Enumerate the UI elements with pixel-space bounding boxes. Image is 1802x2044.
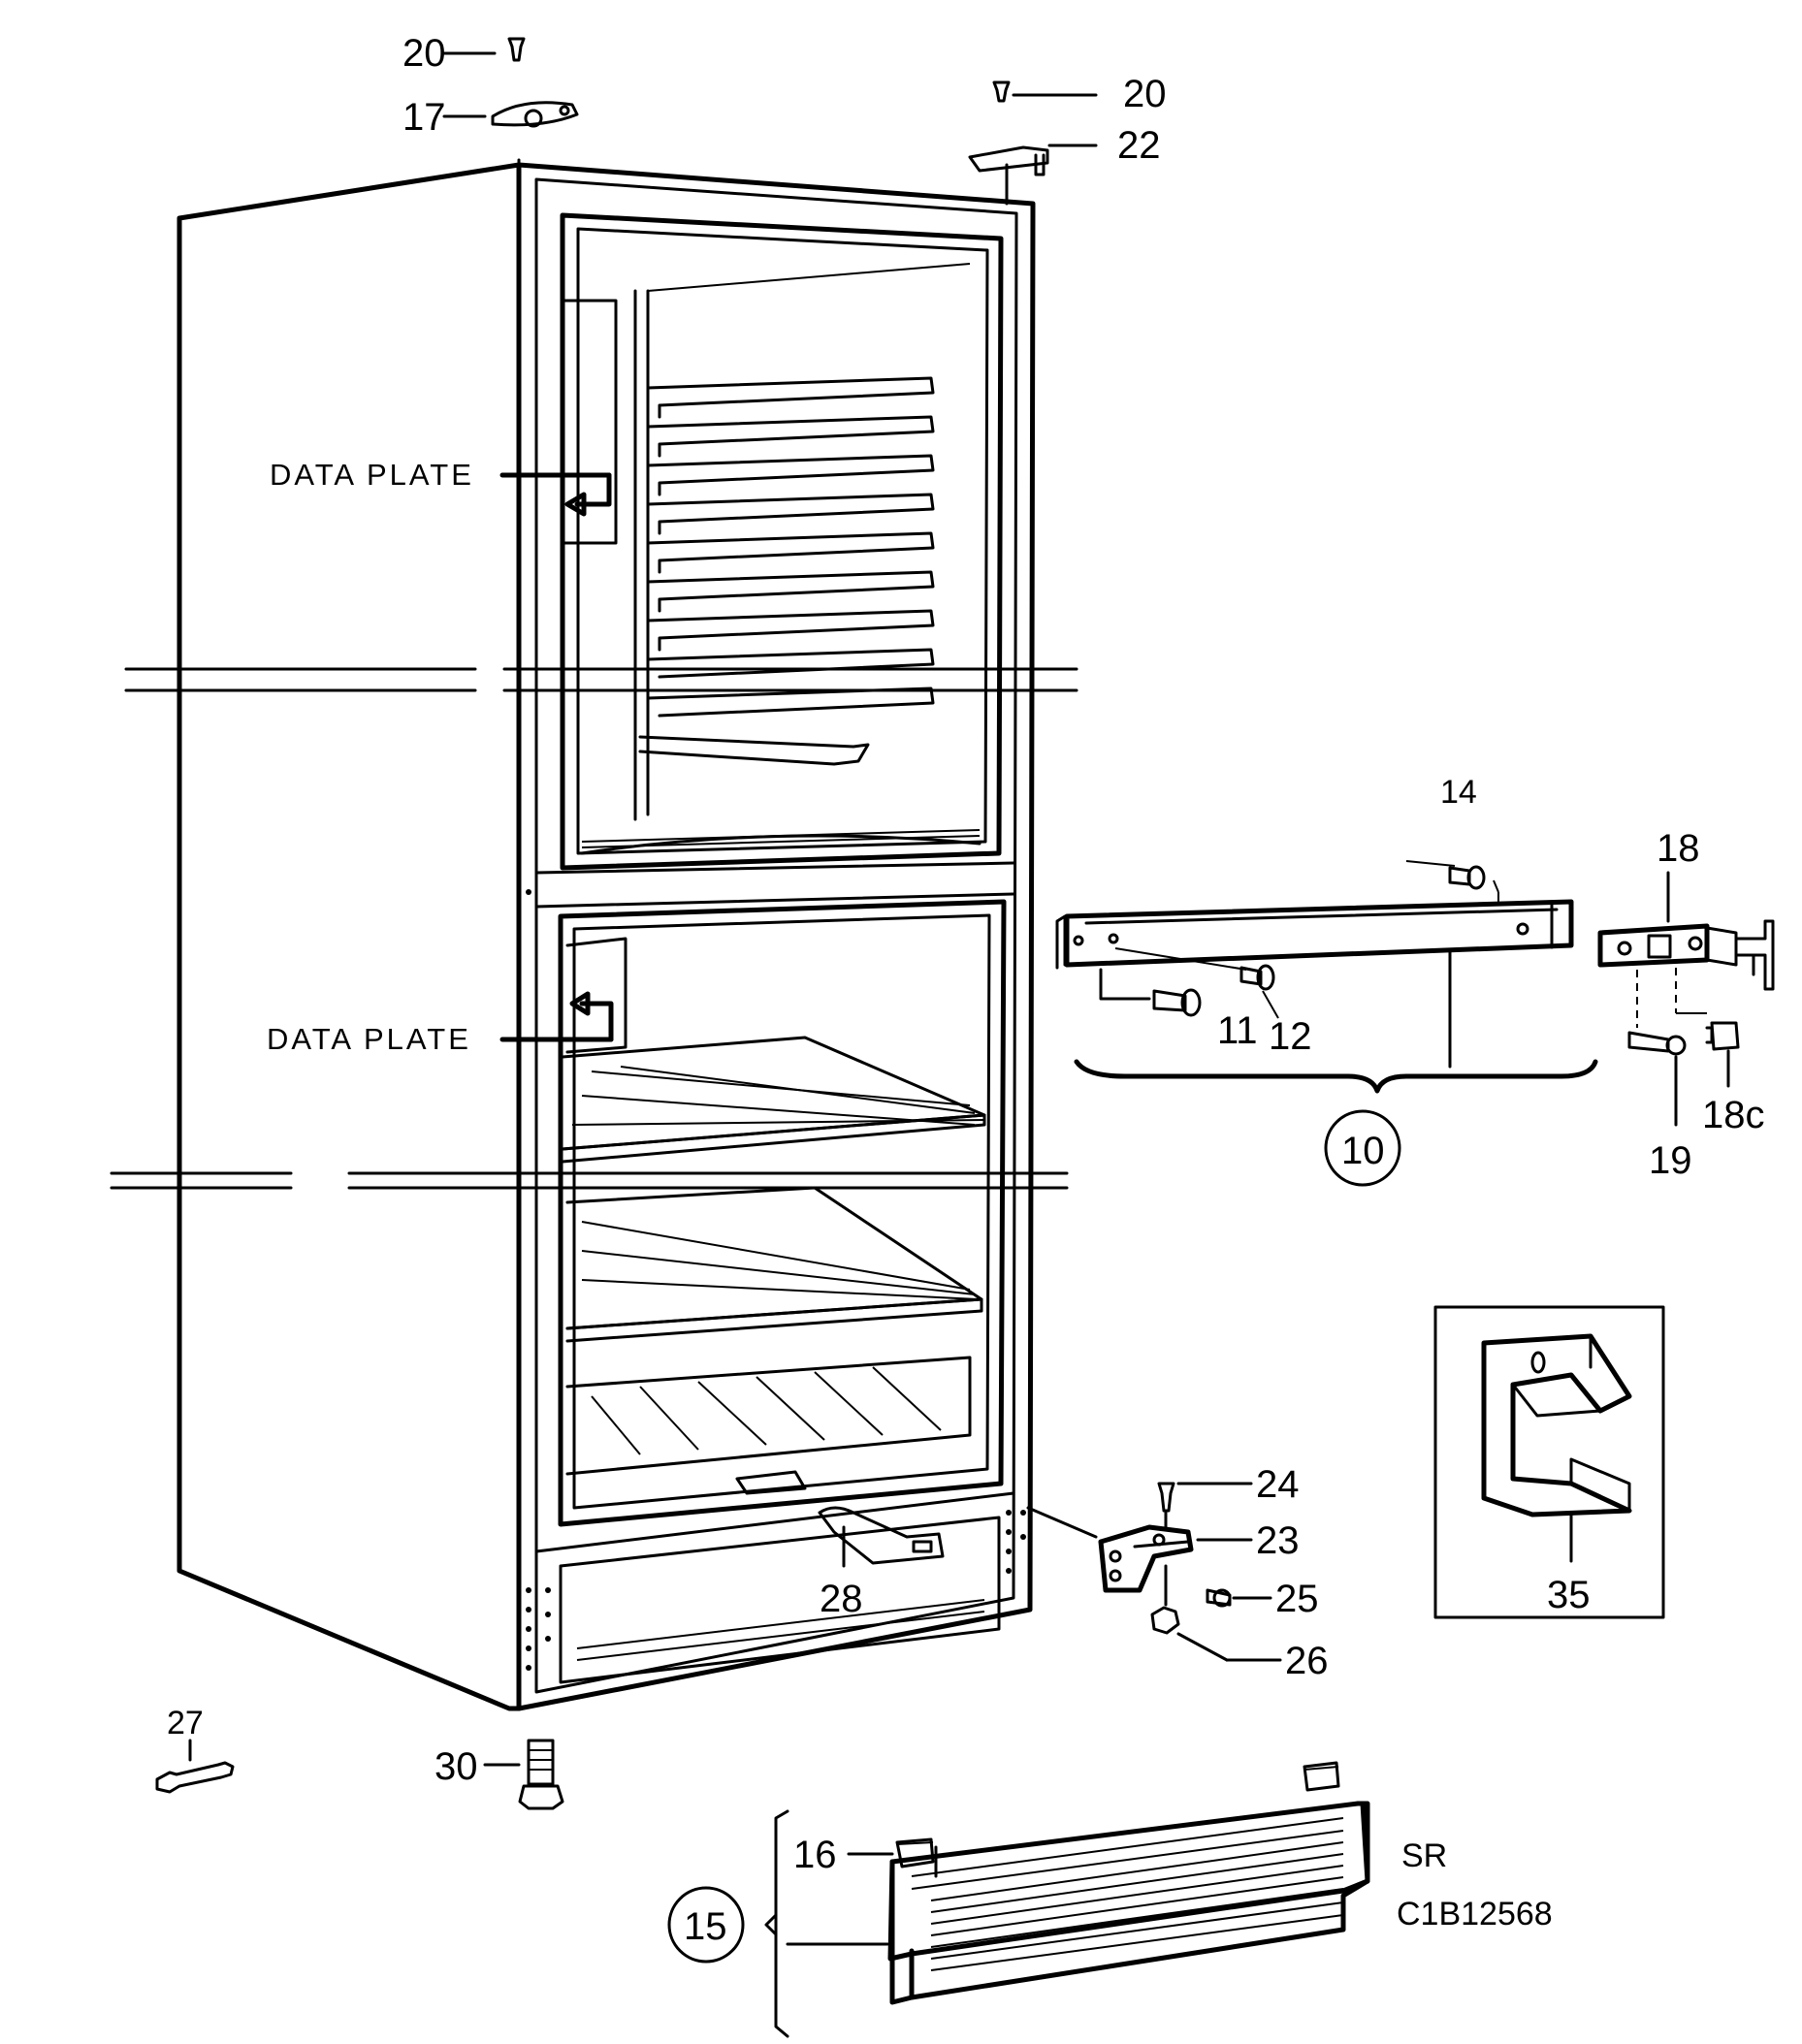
lower-hinge-parts bbox=[1026, 1482, 1282, 1662]
leveling-foot-30 bbox=[483, 1739, 564, 1810]
callout-18c: 18c bbox=[1702, 1094, 1765, 1136]
drawing-code: C1B12568 bbox=[1397, 1896, 1553, 1932]
callout-15: 15 bbox=[684, 1905, 727, 1948]
evaporator-shelves bbox=[638, 376, 935, 766]
kick-plate-assembly bbox=[764, 1761, 1370, 2038]
callout-20-right: 20 bbox=[1123, 73, 1167, 115]
wrench-27 bbox=[155, 1739, 235, 1794]
callout-circle-10 bbox=[1324, 1109, 1401, 1187]
callout-labels: 20 17 20 22 14 18 11 12 10 19 18c 35 24 … bbox=[167, 32, 1765, 1948]
callout-10: 10 bbox=[1341, 1130, 1385, 1172]
callout-20-left: 20 bbox=[402, 32, 446, 75]
callout-35: 35 bbox=[1547, 1574, 1591, 1616]
data-plate-leaders bbox=[499, 472, 614, 1042]
lower-compartment bbox=[558, 899, 1007, 1527]
callout-19: 19 bbox=[1649, 1139, 1692, 1182]
callout-12: 12 bbox=[1269, 1015, 1312, 1058]
upper-compartment bbox=[560, 212, 1004, 871]
callout-24: 24 bbox=[1256, 1463, 1300, 1506]
data-plate-label-upper: DATA PLATE bbox=[270, 458, 474, 492]
wire-shelf-2 bbox=[565, 1186, 983, 1343]
lower-hinge-part-18 bbox=[1597, 871, 1775, 1127]
callout-25: 25 bbox=[1275, 1578, 1319, 1620]
part-35-box bbox=[1433, 1305, 1665, 1619]
callout-26: 26 bbox=[1285, 1640, 1329, 1682]
bottom-rack bbox=[565, 1356, 972, 1495]
callout-17: 17 bbox=[402, 96, 446, 139]
bottom-base-area bbox=[526, 889, 1026, 1684]
sr-label: SR bbox=[1401, 1837, 1447, 1874]
door-handle-assembly bbox=[1055, 860, 1598, 1094]
callout-18: 18 bbox=[1657, 827, 1700, 870]
callout-27: 27 bbox=[167, 1705, 204, 1741]
break-lines bbox=[110, 667, 1078, 1190]
top-right-hinge bbox=[968, 80, 1098, 206]
callout-16: 16 bbox=[793, 1834, 837, 1876]
wire-shelf-1 bbox=[561, 1036, 986, 1164]
data-plate-label-lower: DATA PLATE bbox=[267, 1022, 471, 1056]
callout-28: 28 bbox=[820, 1578, 863, 1620]
callout-circle-15 bbox=[667, 1886, 745, 1964]
callout-23: 23 bbox=[1256, 1519, 1300, 1562]
base-bracket-28 bbox=[818, 1506, 945, 1568]
callout-22: 22 bbox=[1117, 124, 1161, 167]
callout-30: 30 bbox=[434, 1745, 478, 1788]
frame-dots bbox=[526, 889, 1026, 1671]
callout-14: 14 bbox=[1440, 774, 1477, 811]
callout-11: 11 bbox=[1217, 1009, 1258, 1052]
top-left-hinge bbox=[442, 37, 579, 128]
